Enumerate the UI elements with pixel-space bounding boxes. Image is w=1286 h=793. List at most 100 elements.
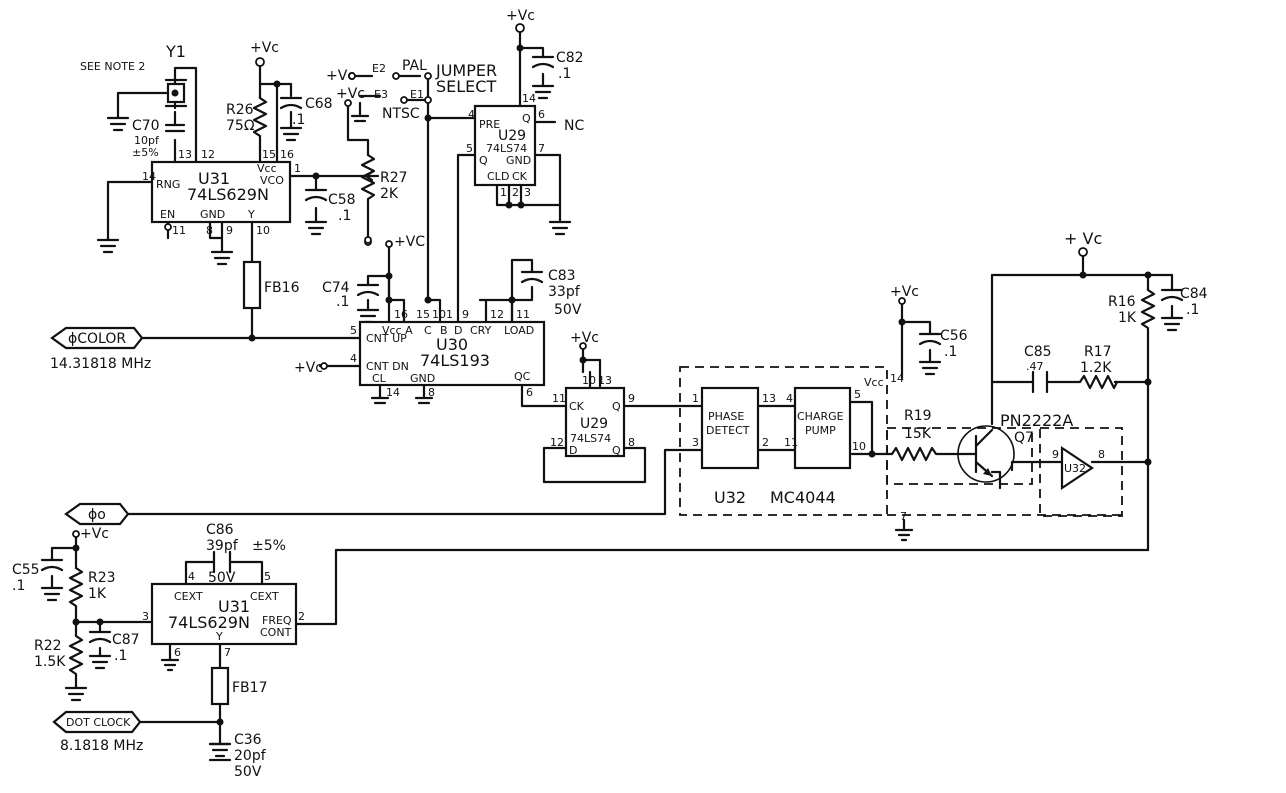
r22-ref: R22: [34, 638, 62, 654]
pin-number: 7: [900, 510, 907, 523]
capacitor-c58: [304, 188, 328, 202]
pin-number: 6: [526, 386, 533, 399]
c74-val: .1: [336, 294, 349, 310]
pd-label: DETECT: [706, 424, 750, 437]
pin-label: CK: [569, 400, 585, 413]
pin-number: 9: [1052, 448, 1059, 461]
pin-number: 15: [416, 308, 430, 321]
transistor-q7: [957, 425, 1015, 483]
phi0-label: ϕo: [88, 507, 106, 523]
pin-label: Y: [215, 630, 223, 643]
pin-number: 6: [174, 646, 181, 659]
pin-number: 2: [762, 436, 769, 449]
c86-v: 50V: [208, 570, 236, 586]
pin-number: 9: [226, 224, 233, 237]
r19-ref: R19: [904, 408, 932, 424]
c85-val: .47: [1026, 360, 1044, 373]
pin-label: EN: [160, 208, 175, 221]
pin-number: 10: [582, 374, 596, 387]
capacitor-c74: [356, 283, 380, 297]
y1-ref: Y1: [165, 42, 186, 61]
resistor-r16: [1140, 288, 1156, 332]
jumper-e1: E1: [410, 88, 424, 101]
pin-label: Vcc: [864, 376, 884, 389]
vc-label: +Vc: [326, 68, 355, 84]
c84-ref: C84: [1180, 286, 1208, 302]
jumper-subtitle: SELECT: [436, 77, 496, 96]
c56-val: .1: [944, 344, 957, 360]
chip-u31b: CEXT CEXT U31 74LS629N FREQ CONT Y 4 5 3…: [142, 570, 305, 659]
r26-val: 75Ω: [226, 118, 255, 134]
u29b-part: 74LS74: [570, 432, 611, 445]
signal-connectors: ϕCOLOR 14.31818 MHz ϕo DOT CLOCK 8.1818 …: [50, 326, 151, 754]
pin-number: 6: [538, 108, 545, 121]
pin-number: 4: [468, 108, 475, 121]
pin-number: 16: [394, 308, 408, 321]
capacitor-c83: [520, 270, 544, 284]
c56-ref: C56: [940, 328, 968, 344]
pin-label: CEXT: [250, 590, 279, 603]
pin-number: 8: [1098, 448, 1105, 461]
r27-ref: R27: [380, 170, 408, 186]
pin-number: 13: [598, 374, 612, 387]
c55-val: .1: [12, 578, 25, 594]
pin-label: D: [454, 324, 462, 337]
pin-label: CEXT: [174, 590, 203, 603]
u32-part: MC4044: [770, 488, 836, 507]
capacitor-c55: [40, 558, 64, 572]
pin-number: 14: [142, 170, 156, 183]
c85-ref: C85: [1024, 344, 1052, 360]
pin-number: 7: [538, 142, 545, 155]
amp-label: U32: [1064, 462, 1086, 475]
vc-label: +Vc: [570, 330, 599, 346]
pin-number: 9: [628, 392, 635, 405]
pin-number: 11: [784, 436, 798, 449]
vc-label: +Vc: [294, 360, 323, 376]
r17-val: 1.2K: [1080, 360, 1112, 376]
connector-phi-color: [50, 326, 144, 350]
pin-number: 4: [188, 570, 195, 583]
c83-ref: C83: [548, 268, 576, 284]
capacitor-c68: [279, 96, 303, 110]
pin-label: GND: [410, 372, 435, 385]
potentiometer-r27: [360, 153, 376, 212]
c36-v: 50V: [234, 764, 262, 780]
u29b-ref: U29: [580, 416, 608, 432]
u31a-part: 74LS629N: [187, 185, 269, 204]
junctions: [72, 44, 1152, 726]
pin-number: 12: [201, 148, 215, 161]
pin-label: CNT UP: [366, 332, 407, 345]
jumper-pal: PAL: [402, 58, 427, 74]
pin-number: 8: [428, 386, 435, 399]
pin-label: D: [569, 444, 577, 457]
pin-number: 5: [854, 388, 861, 401]
u32-ref: U32: [714, 488, 746, 507]
u29a-part: 74LS74: [486, 142, 527, 155]
pin-label: CK: [512, 170, 528, 183]
chip-u32: PHASE DETECT CHARGE PUMP U32 MC4044 Vcc …: [679, 366, 1123, 523]
vc-label: +Vc: [250, 40, 279, 56]
dot-clock-label: DOT CLOCK: [66, 716, 131, 729]
vc-label: +Vc: [506, 8, 535, 24]
jumper-ntsc: NTSC: [382, 106, 420, 122]
r22-val: 1.5K: [34, 654, 66, 670]
cp-label: PUMP: [805, 424, 836, 437]
pin-label: QC: [514, 370, 531, 383]
pin-label: Q: [479, 154, 488, 167]
u30-ref: U30: [436, 335, 468, 354]
pin-label: D: [501, 170, 509, 183]
r23-val: 1K: [88, 586, 107, 602]
pin-label: RNG: [156, 178, 180, 191]
pin-number: 5: [264, 570, 271, 583]
c86-val: 39pf: [206, 538, 239, 554]
jumper-e3: E3: [374, 88, 388, 101]
pin-number: 4: [786, 392, 793, 405]
supply-labels: +Vc +Vc +Vc +Vc +VC +Vc +Vc +Vc + Vc +Vc…: [72, 8, 1102, 542]
c36-ref: C36: [234, 732, 262, 748]
pin-label: LOAD: [504, 324, 534, 337]
pin-number: 10: [256, 224, 270, 237]
connector-phi0: [64, 502, 130, 526]
r16-ref: R16: [1108, 294, 1136, 310]
capacitor-c86: [212, 550, 232, 574]
pin-number: 1: [692, 392, 699, 405]
